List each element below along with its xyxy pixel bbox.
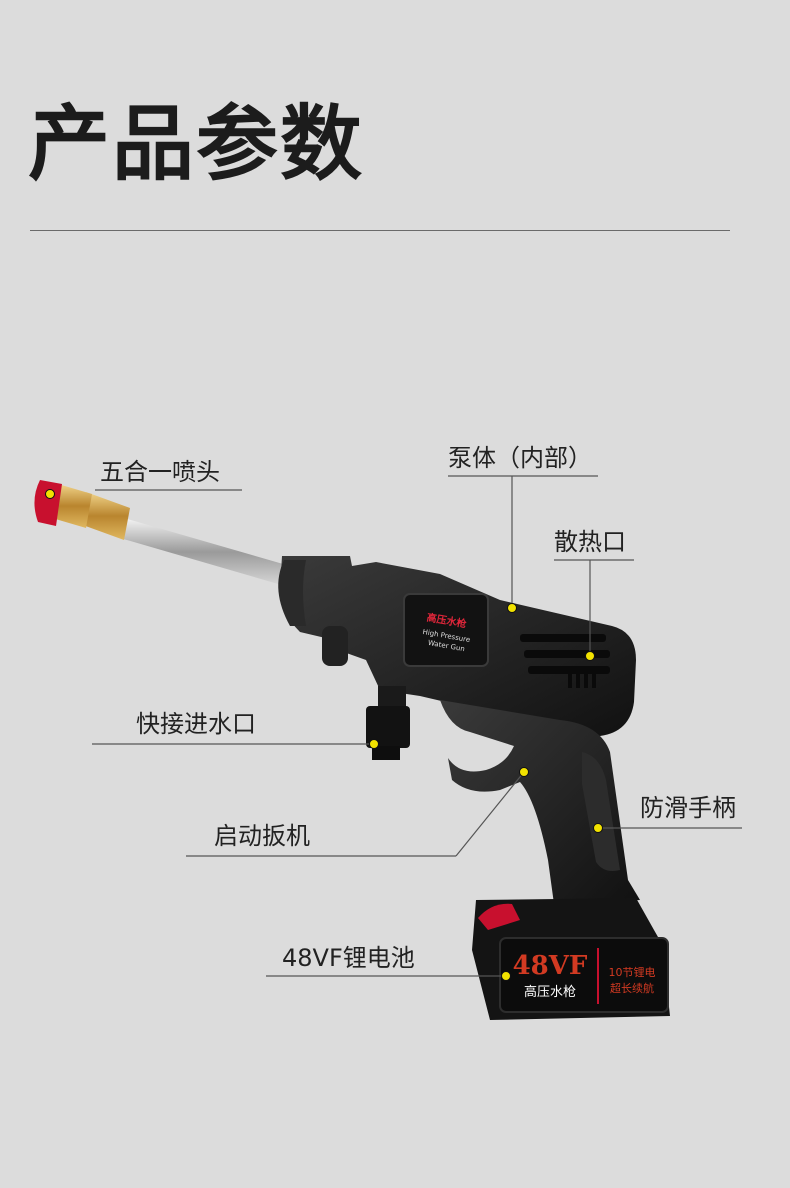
label-grip: 防滑手柄 [640, 794, 736, 822]
dot-vent [585, 651, 595, 661]
page-title: 产品参数 [28, 97, 365, 192]
dot-grip [593, 823, 603, 833]
battery-name: 高压水枪 [524, 984, 576, 1000]
label-nozzle: 五合一喷头 [100, 458, 220, 486]
brass-coupler [80, 492, 130, 540]
battery-endurance: 超长续航 [610, 981, 654, 995]
label-battery: 48VF锂电池 [282, 944, 415, 972]
dot-pump [507, 603, 517, 613]
title-divider [30, 230, 730, 231]
dot-battery [501, 971, 511, 981]
product-badge-panel [403, 593, 489, 667]
dot-nozzle [45, 489, 55, 499]
water-inlet [366, 706, 410, 748]
nozzle-head [34, 480, 62, 526]
leader-lines [92, 475, 742, 977]
label-vent: 散热口 [554, 528, 626, 556]
leader-dots [45, 489, 603, 981]
label-trigger: 启动扳机 [214, 822, 310, 850]
spray-wand [34, 480, 290, 586]
battery-voltage: 48VF [513, 951, 588, 981]
trigger-opening [462, 736, 490, 764]
dot-trigger [519, 767, 529, 777]
label-inlet: 快接进水口 [136, 710, 256, 738]
vent-slots [520, 634, 610, 674]
battery-cells: 10节锂电 [609, 965, 656, 979]
label-pump: 泵体（内部） [448, 444, 592, 472]
dot-inlet [369, 739, 379, 749]
gun-body [278, 556, 640, 904]
battery-pack [472, 898, 670, 1020]
